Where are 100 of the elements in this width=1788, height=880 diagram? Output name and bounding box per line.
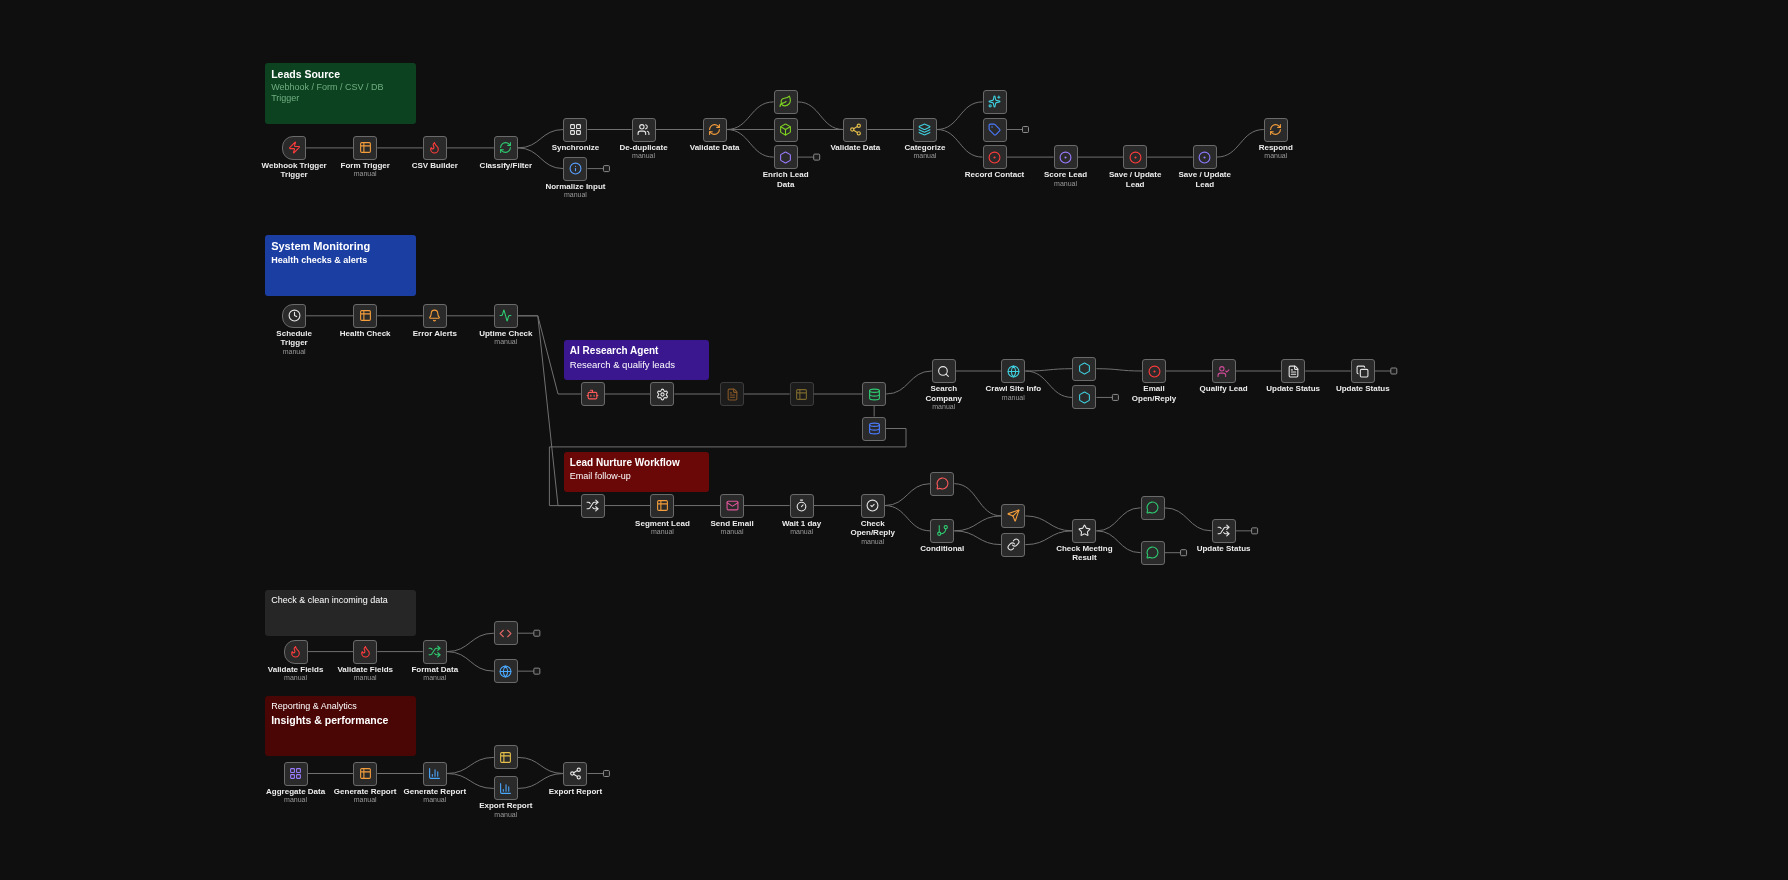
note-text: Insights & performance <box>271 714 389 727</box>
node-label: Email Open/Reply <box>1130 384 1178 404</box>
connector <box>376 147 424 149</box>
connector <box>873 405 875 417</box>
connector <box>307 773 354 774</box>
sticky-note <box>265 62 416 124</box>
node-label: Search Company <box>924 384 963 404</box>
note-title: Reporting & Analytics <box>271 701 357 713</box>
workflow-node <box>773 117 798 142</box>
node-label: Save / Update Lead <box>1107 170 1163 190</box>
node-label: Format Data <box>411 664 459 675</box>
connector <box>726 129 775 158</box>
connector <box>586 770 610 777</box>
connector <box>936 129 983 158</box>
sticky-note <box>563 451 709 492</box>
connector <box>1216 129 1265 158</box>
node-label: De-duplicate <box>619 142 668 153</box>
connector <box>376 651 424 653</box>
workflow-node <box>720 382 745 406</box>
node-label: Schedule Trigger <box>275 328 313 348</box>
connector <box>446 147 495 149</box>
sticky-note <box>265 696 416 757</box>
node-label: Score Lead <box>1043 170 1088 180</box>
node-label: Uptime Check <box>479 328 533 339</box>
connector <box>813 505 862 507</box>
connector <box>1164 549 1188 557</box>
node-label: Health Check <box>339 328 391 339</box>
node-label: Wait 1 day <box>782 518 822 529</box>
node-label: Segment Lead <box>635 518 690 529</box>
workflow-node <box>1140 540 1165 565</box>
connector <box>1095 393 1119 401</box>
connector <box>1024 530 1073 546</box>
connector <box>1235 370 1282 372</box>
node-label: Aggregate Data <box>266 786 326 797</box>
node-label: Qualify Lead <box>1199 384 1248 394</box>
workflow-node <box>862 382 887 406</box>
workflow-node <box>1072 385 1097 410</box>
connector <box>797 153 821 161</box>
node-label: Normalize Input <box>545 181 606 192</box>
workflow-node <box>580 382 605 406</box>
node-label: Send Email <box>710 518 754 529</box>
node-label: Respond <box>1258 142 1293 153</box>
note-title: System Monitoring <box>271 240 371 254</box>
node-label: Form Trigger <box>340 160 390 171</box>
connector <box>446 315 495 317</box>
note-text: Research & qualify leads <box>569 358 675 371</box>
connector <box>446 651 495 672</box>
connector <box>586 129 633 130</box>
connector <box>1235 527 1259 535</box>
workflow-node <box>493 745 518 770</box>
workflow-node <box>930 471 955 496</box>
connector <box>307 651 354 653</box>
workflow-node <box>982 89 1007 114</box>
connector <box>548 428 907 507</box>
workflow-node <box>862 416 887 441</box>
node-label: Classify/Filter <box>479 160 533 171</box>
note-title: Check & clean incoming data <box>271 594 388 606</box>
connector <box>866 129 914 130</box>
node-label: Error Alerts <box>412 328 457 339</box>
sticky-note <box>563 339 709 381</box>
workflow-node <box>580 493 605 518</box>
node-label: Generate Report <box>333 786 397 797</box>
node-label: Validate Data <box>689 142 740 153</box>
node-label: CSV Builder <box>411 160 458 171</box>
connector <box>1146 156 1194 158</box>
connector <box>1006 126 1029 133</box>
connector <box>655 129 704 130</box>
connector <box>305 315 354 317</box>
workflow-node <box>1140 495 1165 520</box>
workflow-node <box>1001 532 1026 557</box>
node-label: Validate Data <box>830 142 881 153</box>
node-label: Enrich Lead Data <box>761 170 810 190</box>
node-label: Update Status <box>1196 543 1251 554</box>
node-label: Update Status <box>1266 384 1321 394</box>
sticky-note <box>265 235 416 297</box>
node-label: Update Status <box>1335 384 1390 394</box>
note-title: AI Research Agent <box>569 344 659 357</box>
connector <box>1165 370 1213 372</box>
connector <box>586 165 610 173</box>
connector <box>1374 367 1398 375</box>
node-label: Crawl Site Info <box>985 384 1042 394</box>
node-label: Check Open/Reply <box>849 518 896 538</box>
connector <box>604 393 651 395</box>
connector <box>376 315 424 317</box>
node-label: Validate Fields <box>267 664 324 675</box>
connector <box>305 147 354 149</box>
workflow-node <box>1072 356 1097 381</box>
connector <box>1095 530 1142 554</box>
connector <box>884 505 931 532</box>
workflow-node <box>650 382 675 406</box>
connector <box>1095 368 1143 372</box>
connector <box>743 505 791 507</box>
connector <box>797 129 844 130</box>
node-label: Conditional <box>920 543 965 554</box>
node-label: Synchronize <box>551 142 600 153</box>
connector <box>604 505 651 507</box>
connector <box>517 773 564 789</box>
node-label: Export Report <box>548 786 603 797</box>
node-label: Webhook Trigger Trigger <box>260 160 328 181</box>
connector <box>673 505 721 507</box>
